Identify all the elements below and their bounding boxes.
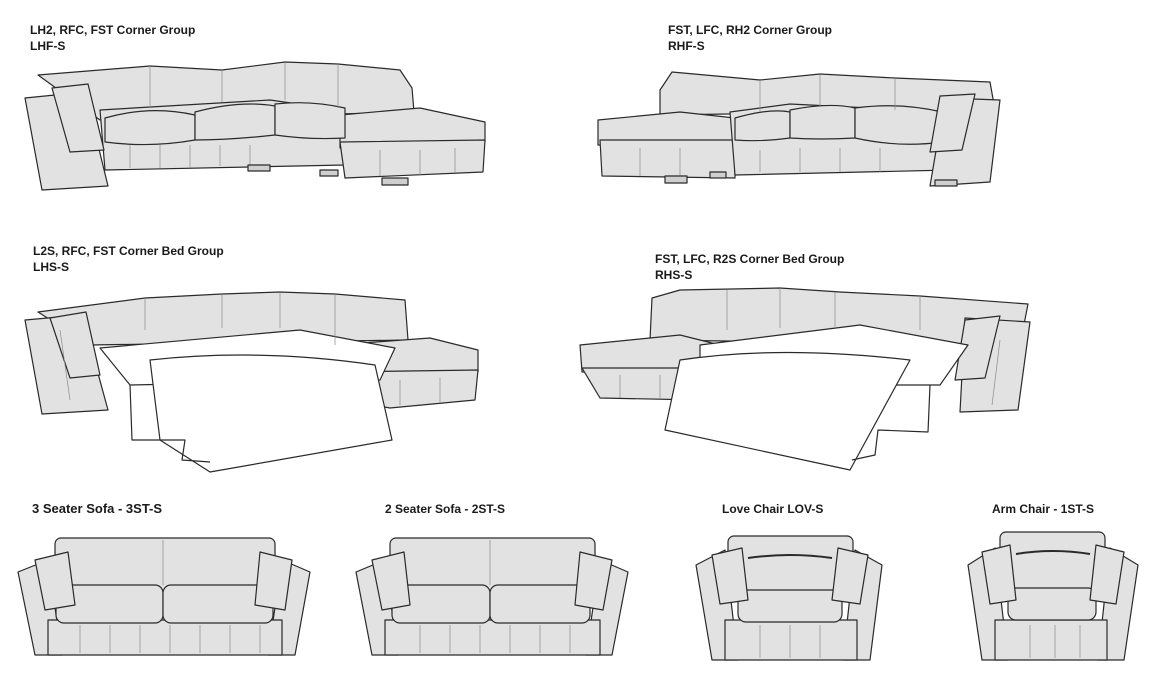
item-name: FST, LFC, RH2 Corner Group (668, 23, 833, 37)
item-title-lhf: LH2, RFC, FST Corner Group LHF-S (30, 22, 195, 54)
item-name: FST, LFC, R2S Corner Bed Group (655, 252, 845, 266)
item-code: LHS-S (33, 260, 69, 274)
item-code: LHF-S (30, 39, 66, 53)
item-title-rhf: FST, LFC, RH2 Corner Group RHF-S (668, 22, 832, 54)
item-title-3st: 3 Seater Sofa - 3ST-S (32, 501, 163, 516)
item-title-rhs: FST, LFC, R2S Corner Bed Group RHS-S (655, 251, 844, 283)
item-title-lhs: L2S, RFC, FST Corner Bed Group LHS-S (33, 243, 224, 275)
item-title-lov: Love Chair LOV-S (722, 502, 824, 516)
item-name: LH2, RFC, FST Corner Group (30, 23, 196, 37)
item-title-1st: Arm Chair - 1ST-S (992, 502, 1095, 516)
item-title-2st: 2 Seater Sofa - 2ST-S (385, 502, 506, 516)
item-code: RHF-S (668, 39, 705, 53)
item-code: RHS-S (655, 268, 693, 282)
item-name: L2S, RFC, FST Corner Bed Group (33, 244, 224, 258)
